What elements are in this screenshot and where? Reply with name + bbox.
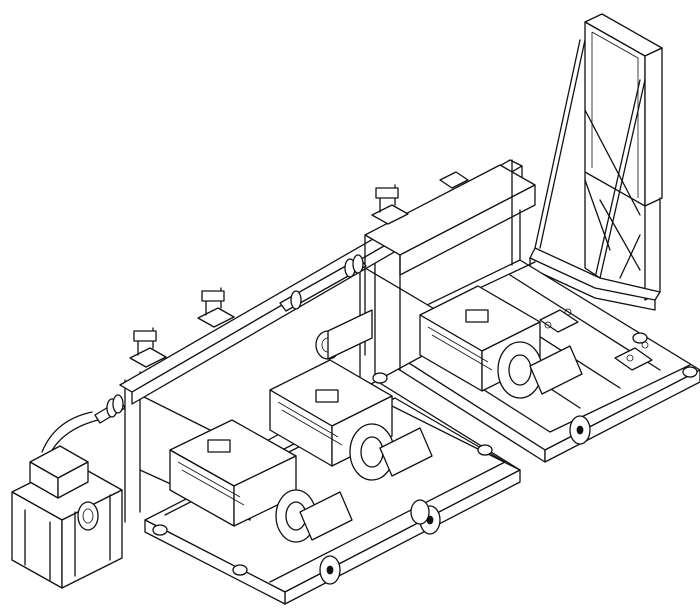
mounting-feet: [152, 332, 698, 576]
control-cabinet: [584, 13, 663, 207]
gearbox-middle: [379, 427, 433, 525]
gearbox-right: [529, 345, 591, 445]
top-fixture: [371, 184, 409, 225]
top-fixture: [197, 287, 235, 328]
cabinet-support-frame: [529, 39, 661, 311]
side-stand: [11, 445, 123, 589]
motor-right: [419, 285, 543, 399]
drive-shaft: [41, 254, 373, 459]
gearbox-left: [299, 491, 441, 585]
top-fixture: [129, 327, 167, 368]
motor-middle: [269, 359, 395, 481]
top-fixtures: [129, 184, 409, 368]
